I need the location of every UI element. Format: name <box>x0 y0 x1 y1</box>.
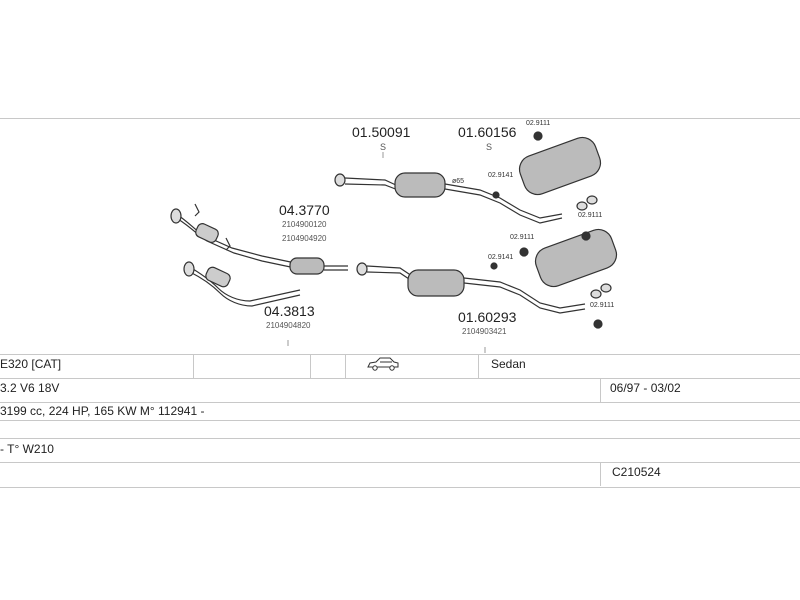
catalyst-lower <box>205 266 231 288</box>
part-number-front-lower[interactable]: 04.3813 <box>264 303 315 319</box>
vehicle-type: - T° W210 <box>0 442 54 456</box>
oe-number-front-lower-1: 2104904820 <box>266 321 311 330</box>
lower-rear-silencer <box>534 228 618 288</box>
table-row-divider <box>0 438 800 439</box>
catalyst-middle <box>289 257 325 275</box>
vehicle-model: E320 [CAT] <box>0 357 62 371</box>
table-row-divider <box>0 354 800 355</box>
part-number-lower-middle[interactable]: 01.60293 <box>458 309 517 325</box>
upper-middle-silencer <box>394 172 446 198</box>
lower-middle-silencer <box>407 269 465 297</box>
fitting-label-5: 02.9141 <box>488 254 514 261</box>
sedan-car-icon <box>366 356 400 372</box>
front-flange-lower <box>183 261 195 277</box>
hanger-1 <box>533 131 543 141</box>
hanger-6 <box>593 319 603 329</box>
table-row-divider <box>0 402 800 403</box>
system-code[interactable]: C210524 <box>612 465 661 479</box>
hanger-4 <box>519 247 529 257</box>
fitting-label-6: 02.9111 <box>590 302 615 309</box>
hanger-5 <box>490 262 498 270</box>
front-pipe-lower <box>187 265 301 302</box>
upper-rear-silencer <box>518 136 602 196</box>
cell-divider <box>310 354 311 378</box>
upper-inlet-flange <box>334 173 346 187</box>
oe-number-front-upper-1: 2104900120 <box>282 220 327 229</box>
exhaust-system-diagram <box>170 131 618 353</box>
cell-divider <box>600 378 601 402</box>
engine-description: 3.2 V6 18V <box>0 381 60 395</box>
body-type: Sedan <box>491 357 526 371</box>
production-dates: 06/97 - 03/02 <box>610 381 681 395</box>
oe-number-front-upper-2: 2104904920 <box>282 234 327 243</box>
diagram-frame <box>0 118 800 488</box>
cell-divider <box>600 462 601 486</box>
catalyst-upper <box>195 223 219 243</box>
fitting-label-1: 02.9111 <box>526 120 551 127</box>
pipe-mark-label: ø65 <box>452 178 465 185</box>
oe-number-lower-middle-1: 2104903421 <box>462 327 507 336</box>
engine-specs: 3199 cc, 224 HP, 165 KW M° 112941 - <box>0 404 205 418</box>
part-class-upper-middle: S <box>380 142 387 152</box>
fitting-label-4: 02.9111 <box>510 234 535 241</box>
part-class-upper-rear: S <box>486 142 493 152</box>
cell-divider <box>478 354 479 378</box>
part-number-upper-rear[interactable]: 01.60156 <box>458 124 517 140</box>
fitting-label-2: 02.9141 <box>488 172 514 179</box>
front-flange-upper <box>170 208 182 224</box>
hanger-3 <box>581 231 591 241</box>
cell-divider <box>345 354 346 378</box>
table-row-divider <box>0 378 800 379</box>
lower-inlet-flange <box>356 262 368 276</box>
part-number-upper-middle[interactable]: 01.50091 <box>352 124 411 140</box>
fitting-label-3: 02.9111 <box>578 212 603 219</box>
table-row-divider <box>0 420 800 421</box>
hanger-2 <box>492 191 500 199</box>
part-number-front-upper[interactable]: 04.3770 <box>279 202 330 218</box>
cell-divider <box>193 354 194 378</box>
table-row-divider <box>0 462 800 463</box>
